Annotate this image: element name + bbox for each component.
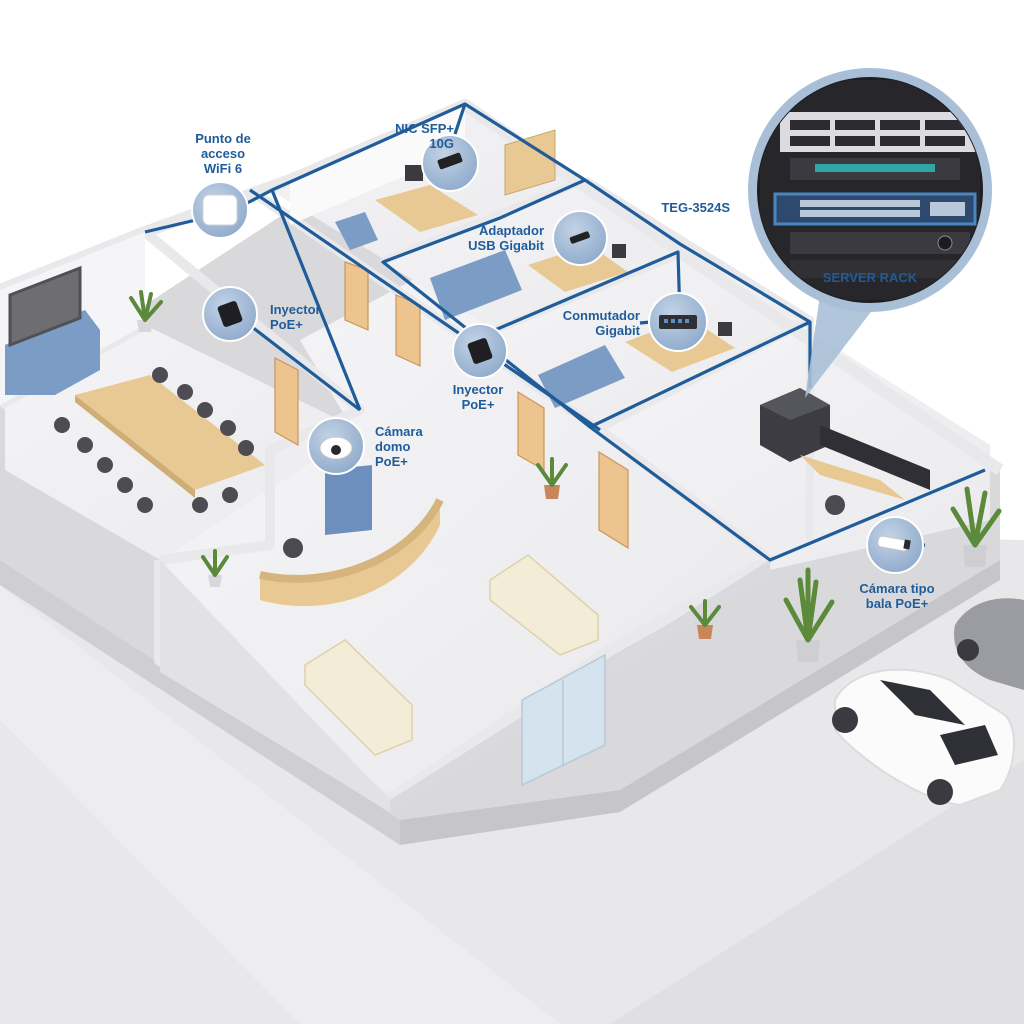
label-rack-switch: TEG-3524S	[640, 200, 730, 215]
label-line: Inyector	[452, 382, 504, 397]
usb-adapter-icon	[552, 210, 608, 266]
label-wifi-access-point: Punto de acceso WiFi 6	[186, 131, 260, 176]
label-line: Inyector	[270, 302, 321, 317]
label-line: PoE+	[270, 317, 303, 332]
plants	[129, 290, 1002, 662]
label-line: domo	[375, 439, 411, 454]
label-server-rack: SERVER RACK	[810, 270, 930, 285]
label-line: Adaptador	[479, 223, 544, 238]
glass-door	[521, 653, 606, 787]
label-line: PoE+	[461, 397, 495, 412]
wifi-access-point-icon	[191, 181, 249, 239]
label-line: WiFi 6	[203, 161, 243, 176]
label-line: Gigabit	[595, 323, 640, 338]
nic-card-icon	[421, 134, 479, 192]
label-line: 10G	[429, 136, 454, 151]
label-gigabit-switch: Conmutador Gigabit	[548, 308, 640, 338]
label-line: USB Gigabit	[468, 238, 544, 253]
label-nic: NIC SFP+ 10G	[368, 121, 454, 151]
label-line: bala PoE+	[865, 596, 929, 611]
poe-injector-icon	[452, 323, 508, 379]
bullet-camera-icon	[866, 516, 924, 574]
cars	[832, 598, 1024, 807]
label-line: Conmutador	[562, 308, 640, 323]
label-poe-injector-center: Inyector PoE+	[442, 382, 514, 412]
label-poe-injector-left: Inyector PoE+	[270, 302, 340, 332]
rack-callout	[748, 68, 992, 398]
label-bullet-camera: Cámara tipo bala PoE+	[849, 581, 945, 611]
label-line: TEG-3524S	[661, 200, 730, 215]
reception	[259, 465, 444, 607]
sofas	[304, 554, 599, 756]
label-line: SERVER RACK	[822, 270, 918, 285]
label-usb-adapter: Adaptador USB Gigabit	[452, 223, 544, 253]
label-line: Cámara	[375, 424, 423, 439]
conference-room	[5, 265, 265, 513]
doors	[274, 261, 629, 550]
label-line: PoE+	[375, 454, 408, 469]
label-line: NIC SFP+	[395, 121, 454, 136]
label-line: Cámara tipo	[859, 581, 935, 596]
label-line: acceso	[200, 146, 246, 161]
dome-camera-icon	[307, 417, 365, 475]
server-room	[760, 388, 930, 515]
device-bubbles	[191, 134, 924, 574]
poe-injector-icon	[202, 286, 258, 342]
gigabit-switch-icon	[648, 292, 708, 352]
label-dome-camera: Cámara domo PoE+	[375, 424, 445, 469]
label-line: Punto de	[195, 131, 251, 146]
